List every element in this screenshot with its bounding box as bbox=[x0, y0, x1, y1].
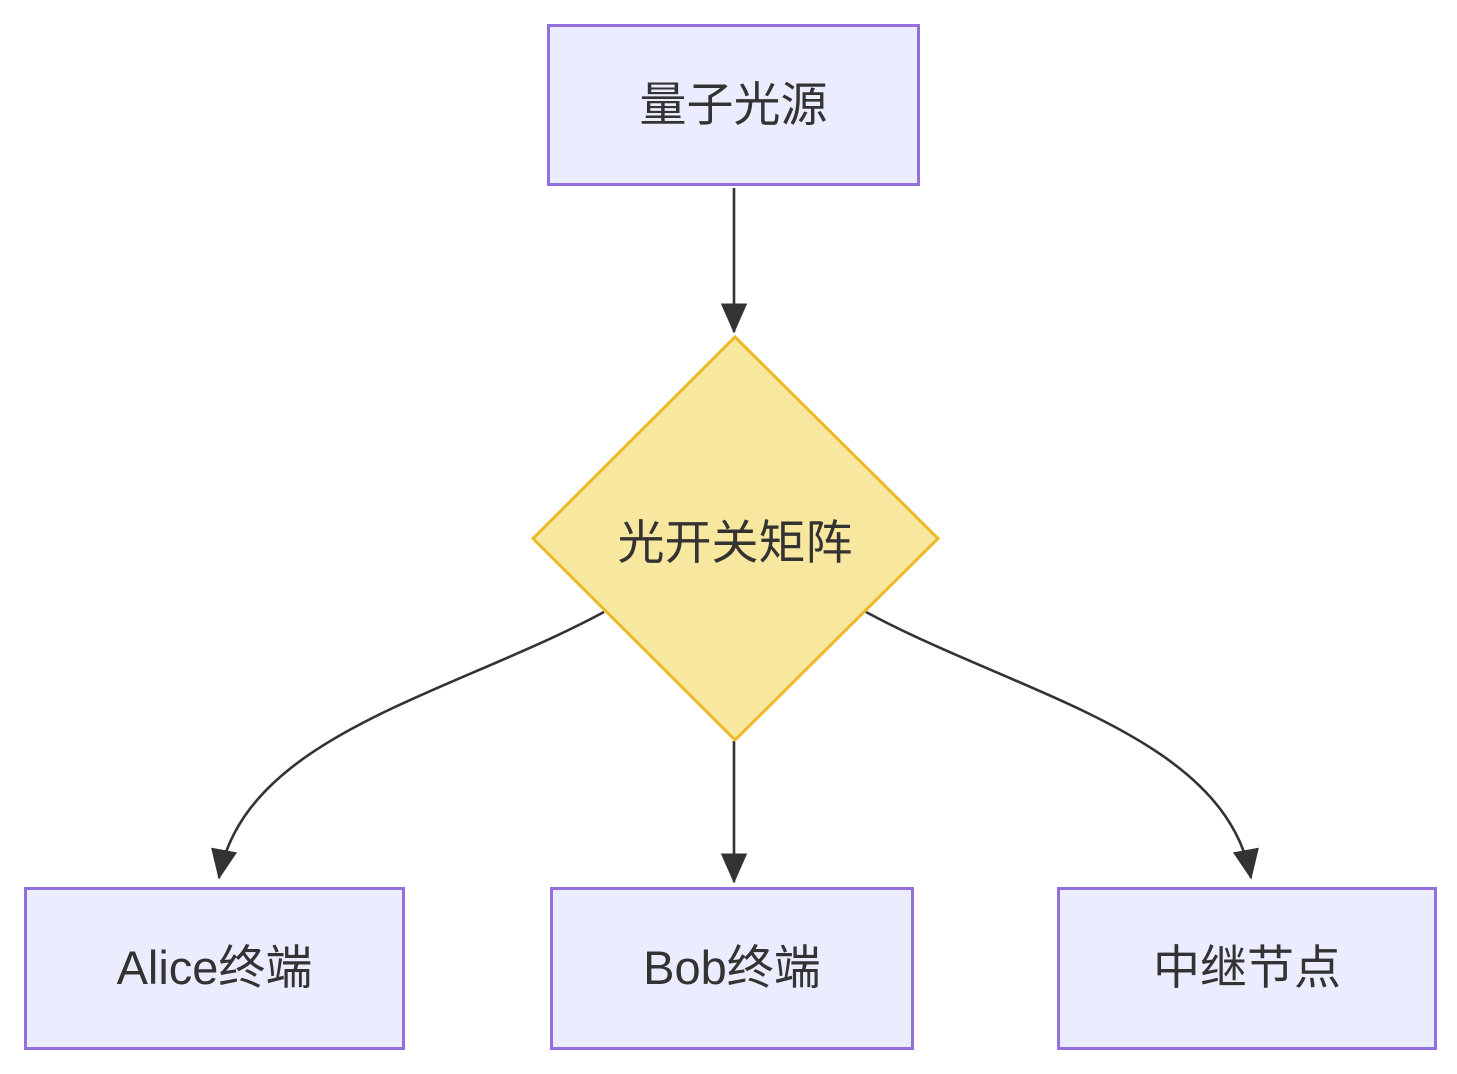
node-relay[interactable]: 中继节点 bbox=[1057, 887, 1437, 1050]
edge-switch-to-alice bbox=[211, 610, 605, 880]
node-relay-label: 中继节点 bbox=[1153, 941, 1341, 995]
node-switch-label: 光开关矩阵 bbox=[617, 515, 853, 569]
node-quantum-source-label: 量子光源 bbox=[639, 77, 828, 131]
node-switch-diamond[interactable] bbox=[530, 334, 941, 743]
node-bob-terminal-label: Bob终端 bbox=[643, 941, 821, 995]
node-quantum-source[interactable]: 量子光源 bbox=[547, 24, 920, 186]
node-alice-terminal[interactable]: Alice终端 bbox=[24, 887, 405, 1050]
edge-switch-to-relay bbox=[865, 610, 1259, 880]
node-switch-label-wrap: 光开关矩阵 bbox=[535, 508, 935, 569]
node-bob-terminal[interactable]: Bob终端 bbox=[550, 887, 914, 1050]
node-alice-terminal-label: Alice终端 bbox=[116, 941, 313, 995]
